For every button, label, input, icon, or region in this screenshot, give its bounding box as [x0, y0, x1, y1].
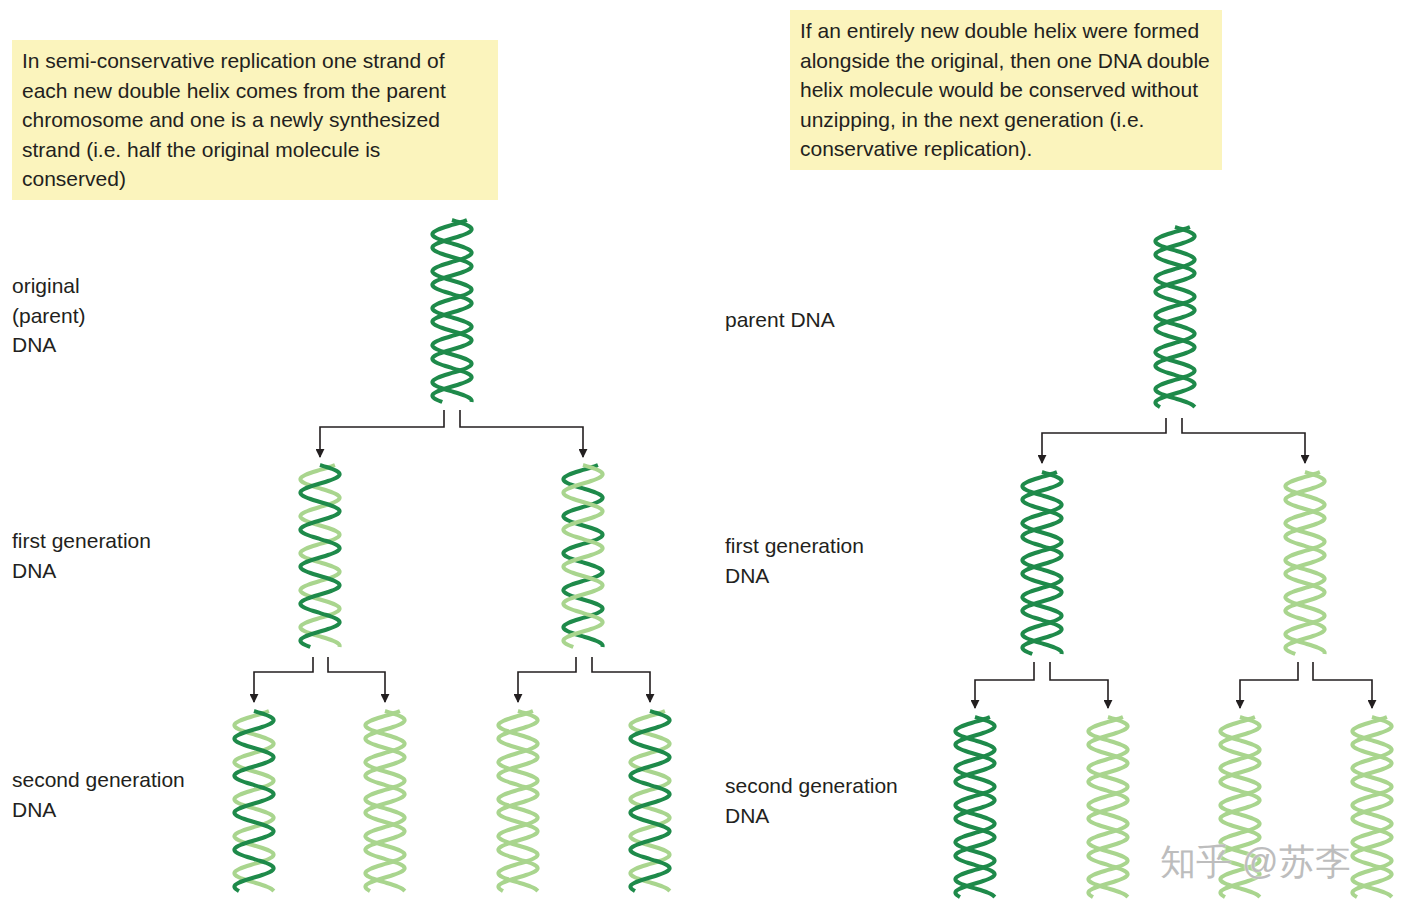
dna-strand: [1352, 717, 1391, 897]
dna-helix: [365, 711, 404, 891]
dna-helix: [1285, 472, 1324, 654]
dna-strand: [1285, 472, 1324, 654]
definition-box: In semi-conservative replication one str…: [12, 40, 498, 200]
dna-strand: [1155, 227, 1194, 407]
dna-strand: [1088, 717, 1127, 897]
dna-strand: [498, 711, 537, 891]
dna-strand: [955, 717, 994, 897]
generation-label: parent DNA: [725, 305, 925, 335]
dna-strand: [1285, 472, 1324, 654]
branch-arrow: [518, 657, 576, 702]
dna-strand: [300, 465, 339, 647]
dna-helix: [563, 465, 602, 647]
dna-strand: [1088, 717, 1127, 897]
branch-arrow: [975, 662, 1034, 708]
branch-arrow: [1042, 418, 1166, 463]
dna-strand: [955, 717, 994, 897]
branch-arrow: [1050, 662, 1108, 708]
dna-strand: [234, 711, 273, 891]
box-text: In semi-conservative replication one str…: [22, 46, 488, 194]
dna-helix: [300, 465, 339, 647]
branch-arrow: [320, 410, 444, 457]
dna-helix: [432, 220, 471, 402]
branch-arrow: [592, 657, 650, 702]
dna-helix: [630, 711, 669, 891]
dna-strand: [1022, 472, 1061, 654]
branch-arrow: [460, 410, 583, 457]
dna-helix: [1022, 472, 1061, 654]
generation-label: original (parent) DNA: [12, 271, 122, 360]
dna-helices: [234, 220, 1391, 897]
branch-arrow: [1240, 662, 1298, 708]
dna-strand: [498, 711, 537, 891]
dna-helix: [955, 717, 994, 897]
dna-helix: [1088, 717, 1127, 897]
dna-strand: [432, 220, 471, 402]
dna-strand: [1155, 227, 1194, 407]
dna-strand: [1352, 717, 1391, 897]
branch-arrow: [254, 657, 313, 702]
dna-helix: [1352, 717, 1391, 897]
definition-box: If an entirely new double helix were for…: [790, 10, 1222, 170]
watermark: 知乎 @苏李: [1160, 842, 1351, 882]
generation-label: second generation DNA: [725, 771, 930, 830]
branch-arrow: [328, 657, 385, 702]
dna-helix: [498, 711, 537, 891]
dna-strand: [234, 711, 273, 891]
dna-strand: [630, 711, 669, 891]
dna-strand: [563, 465, 602, 647]
dna-strand: [365, 711, 404, 891]
dna-strand: [630, 711, 669, 891]
branch-arrow: [1313, 662, 1372, 708]
dna-helix: [234, 711, 273, 891]
branch-arrows: [254, 410, 1372, 708]
branch-arrow: [1182, 418, 1305, 463]
generation-label: first generation DNA: [725, 531, 910, 590]
dna-strand: [300, 465, 339, 647]
dna-strand: [563, 465, 602, 647]
generation-label: second generation DNA: [12, 765, 217, 824]
dna-helix: [1155, 227, 1194, 407]
dna-strand: [432, 220, 471, 402]
box-text: If an entirely new double helix were for…: [800, 16, 1212, 164]
dna-strand: [1022, 472, 1061, 654]
generation-label: first generation DNA: [12, 526, 197, 585]
dna-strand: [365, 711, 404, 891]
